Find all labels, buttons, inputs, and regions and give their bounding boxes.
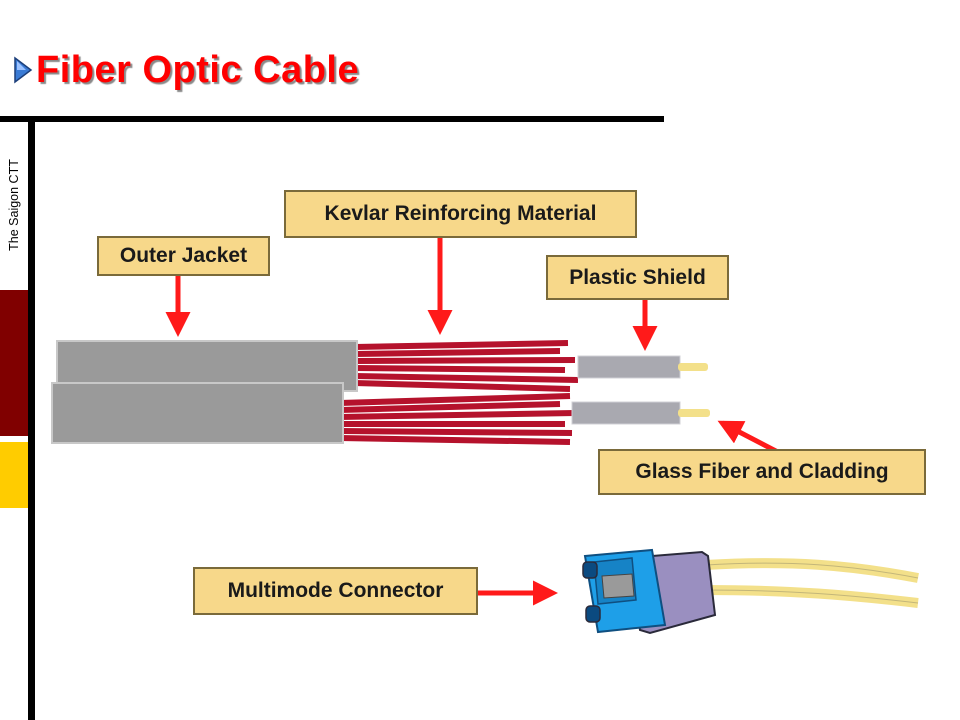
top-divider [0,116,664,122]
kevlar-strands-upper [354,340,579,392]
label-connector: Multimode Connector [193,567,478,615]
page-title: Fiber Optic Cable [36,48,360,91]
accent-bar-red [0,290,28,436]
label-outer-jacket-text: Outer Jacket [119,244,248,267]
label-kevlar: Kevlar Reinforcing Material [284,190,637,238]
label-kevlar-text: Kevlar Reinforcing Material [324,202,597,225]
label-glass-fiber: Glass Fiber and Cladding [598,449,926,495]
plastic-shield-upper [577,355,681,379]
label-plastic-shield-text: Plastic Shield [569,265,706,289]
title-area: Fiber Optic Cable [12,46,359,94]
plastic-shield-lower [571,401,681,425]
label-connector-text: Multimode Connector [227,579,444,602]
glass-fiber-upper [678,363,708,371]
kevlar-strands-lower [339,393,576,445]
label-outer-jacket: Outer Jacket [97,236,270,276]
left-divider [28,120,35,720]
multimode-connector-illustration [582,548,919,635]
accent-bar-gold [0,442,28,508]
outer-jacket-lower [51,382,344,444]
label-plastic-shield: Plastic Shield [546,255,729,300]
bullet-triangle-icon [14,56,33,84]
glass-fiber-lower [678,409,710,417]
label-glass-fiber-text: Glass Fiber and Cladding [635,460,889,483]
